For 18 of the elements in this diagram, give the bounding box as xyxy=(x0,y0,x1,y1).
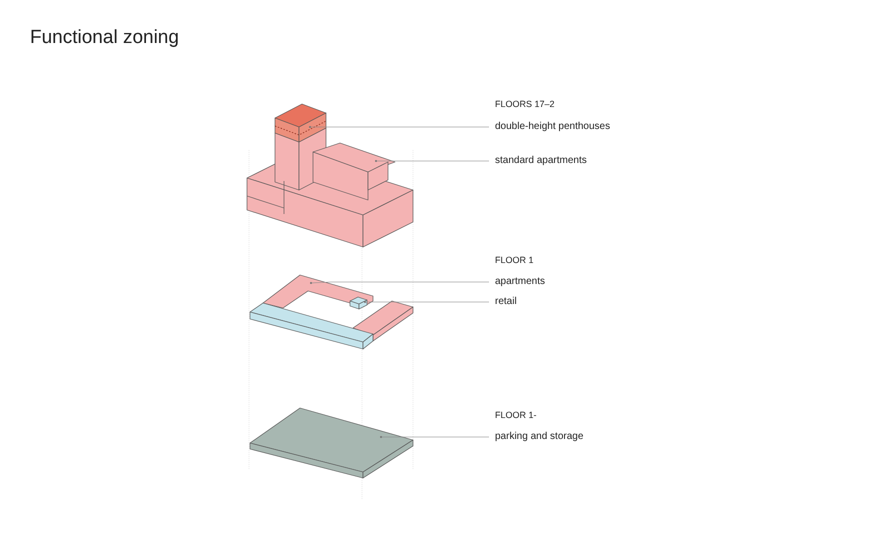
leader-line xyxy=(380,436,490,438)
annotation-label: double-height penthouses xyxy=(495,121,610,133)
leader-line xyxy=(376,160,490,162)
floor-heading: FLOOR 1- xyxy=(495,409,537,421)
title: Functional zoning xyxy=(30,27,179,49)
annotation-label: retail xyxy=(495,296,517,308)
apartment-block-drawing xyxy=(246,128,414,248)
penthouse-drawing xyxy=(274,104,326,142)
leader-line xyxy=(310,282,490,284)
retail-drawing xyxy=(250,296,374,350)
parking-slab-drawing xyxy=(250,408,414,478)
annotation-label: standard apartments xyxy=(495,155,587,167)
annotation-label: apartments xyxy=(495,276,546,288)
floor-heading: FLOOR 1 xyxy=(495,254,534,266)
floor-heading: FLOORS 17–2 xyxy=(495,98,555,110)
annotation-label: parking and storage xyxy=(495,431,584,443)
leader-line xyxy=(310,126,490,128)
floor-apartments-drawing xyxy=(262,274,414,342)
